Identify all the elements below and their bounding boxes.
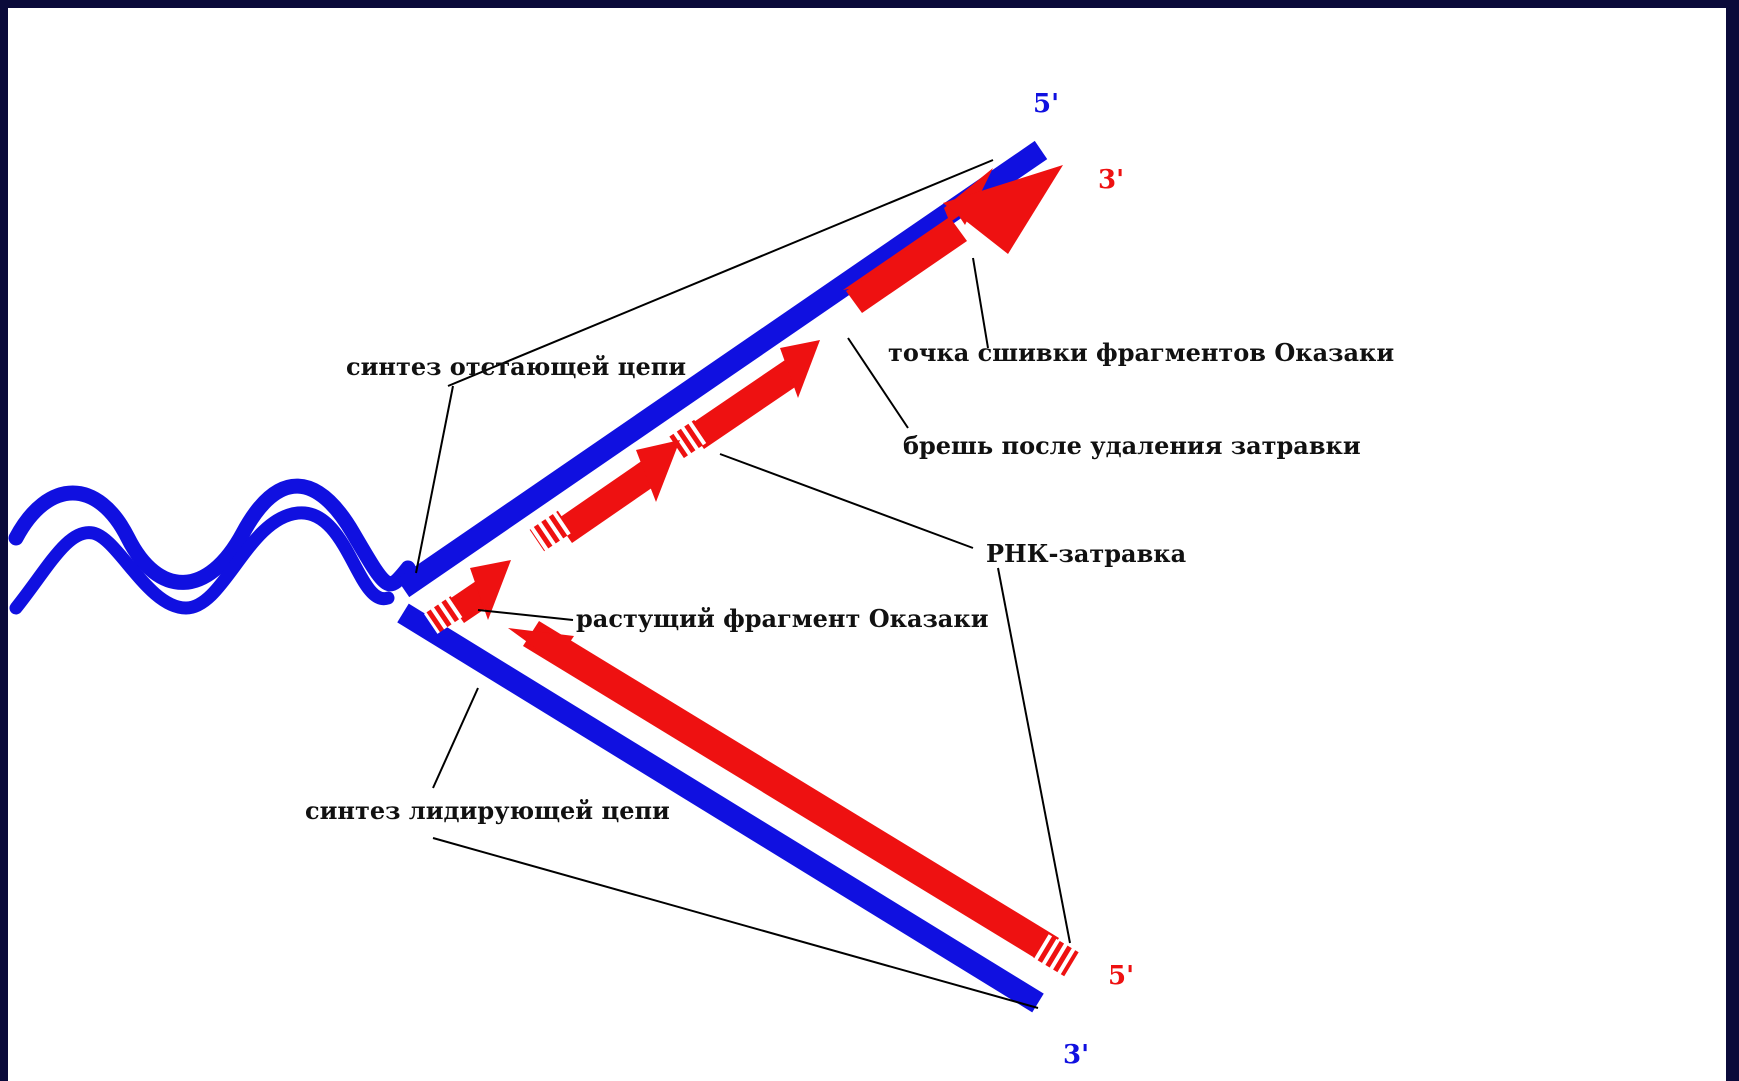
label-primer-gap: брешь после удаления затравки [903,431,1361,460]
leader-leading-fork [432,687,479,789]
rna-primer-2 [669,419,709,459]
leading-strand [508,621,1079,977]
okazaki-fragment-1-body [846,219,967,313]
leading-rna-primer [1033,933,1079,977]
helix-strand-b [9,506,395,615]
label-lower-new-5prime: 5' [1108,961,1134,991]
leader-leading-bottom [432,837,1039,1009]
label-lower-template-3prime: 3' [1063,1040,1089,1070]
okazaki-fragment-3 [529,440,680,552]
leader-lines [415,159,1071,1009]
label-leading-synthesis: синтез лидирующей цепи [305,796,670,825]
label-growing-fragment: растущий фрагмент Оказаки [576,604,989,633]
okazaki-fragment-1 [843,165,1063,313]
upper-template-strand [396,140,1048,598]
label-lagging-synthesis: синтез отстающей цепи [346,352,686,381]
rna-primer-3 [529,510,573,552]
okazaki-fragment-4-growing [424,560,511,634]
leader-lagging-fork [415,385,454,574]
lagging-strand-fragments [424,165,1063,634]
leader-primer-gap [847,337,909,429]
okazaki-fragment-2-head [780,340,820,398]
leader-rna-primer-upper [719,453,974,549]
lower-template-strand [397,603,1044,1013]
leader-lagging-top [447,159,994,387]
leader-ligation-point [972,257,989,349]
label-ligation-point: точка сшивки фрагментов Оказаки [888,338,1394,367]
okazaki-fragment-3-head [636,440,680,502]
label-upper-template-5prime: 5' [1033,89,1059,119]
leading-strand-arrowhead [508,628,574,663]
okazaki-fragment-2-body [688,358,804,449]
okazaki-fragment-2 [669,340,820,459]
diagram-canvas: синтез отстающей цепи точка сшивки фрагм… [8,8,1726,1081]
leader-rna-primer-lower [997,567,1071,944]
okazaki-fragment-4-head [470,560,511,620]
leader-growing-fragment [477,609,574,621]
rna-primer-4 [424,596,464,634]
okazaki-fragment-3-body [556,460,659,543]
okazaki-fragment-1-head [943,165,1063,254]
label-rna-primer: РНК-затравка [986,539,1186,568]
label-upper-new-3prime: 3' [1098,165,1124,195]
parental-dna-helix [8,478,416,615]
replication-fork-diagram: синтез отстающей цепи точка сшивки фрагм… [8,89,1394,1070]
leading-strand-body [523,621,1059,963]
helix-strand-a [8,478,416,592]
